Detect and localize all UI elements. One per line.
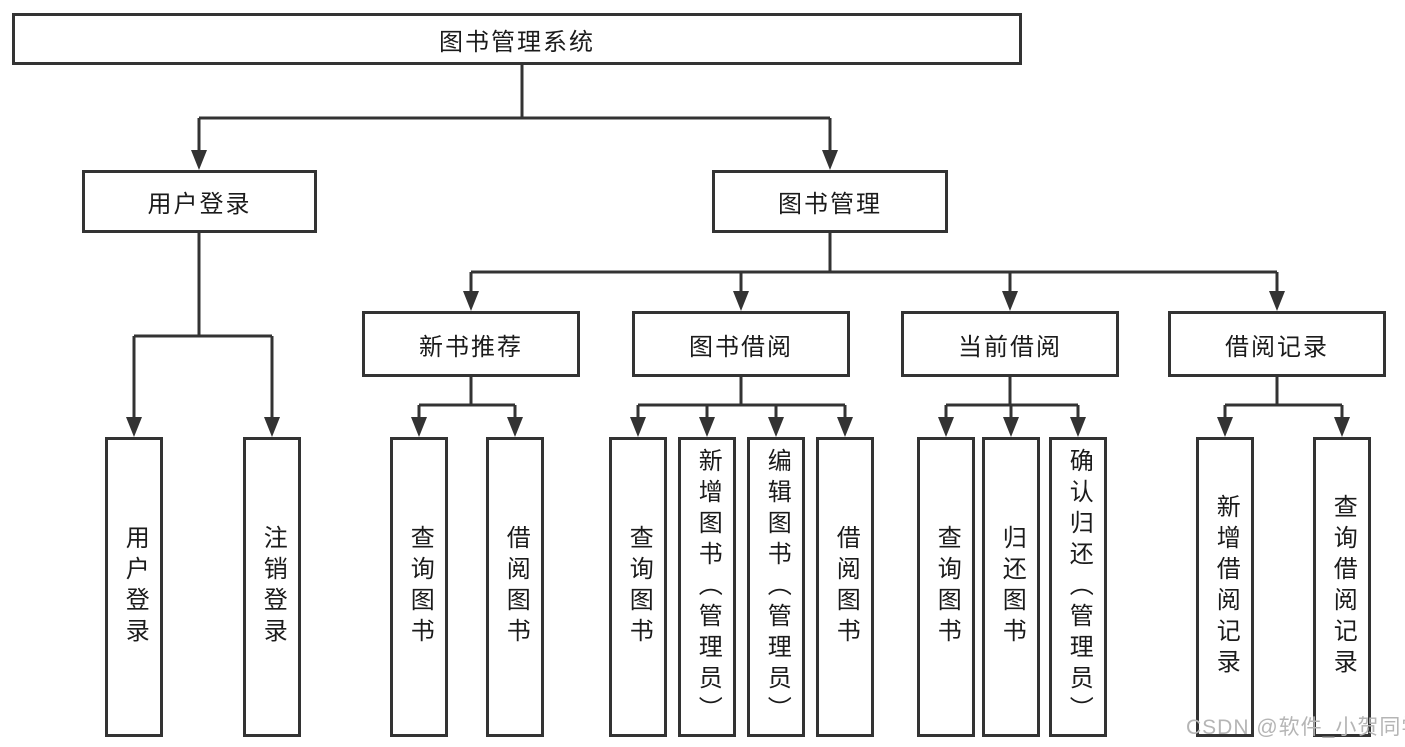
arrowheads-book-management-children — [463, 291, 1285, 311]
node-borrow-record: 借阅记录 — [1168, 311, 1386, 377]
node-leaf-user-login: 用户登录 — [105, 437, 163, 737]
arrowheads-new-book-children — [411, 417, 523, 437]
node-label: 确认归还（管理员） — [1065, 447, 1093, 727]
node-leaf-add-borrow-record: 新增借阅记录 — [1196, 437, 1254, 737]
node-label: 查询图书 — [406, 525, 434, 649]
node-label: 注销登录 — [259, 525, 287, 649]
arrowheads-borrow-record-children — [1217, 417, 1350, 437]
node-label: 查询图书 — [933, 525, 961, 649]
node-leaf-query-books-current: 查询图书 — [917, 437, 975, 737]
node-label: 图书管理系统 — [439, 28, 595, 56]
edge-new-book-children — [417, 377, 517, 419]
watermark: CSDN @软件_小贺同学 — [1186, 716, 1405, 739]
edge-user-login-children — [132, 233, 274, 419]
node-leaf-query-books-recommend: 查询图书 — [390, 437, 448, 737]
node-label: 新书推荐 — [419, 333, 523, 361]
node-library-system: 图书管理系统 — [12, 13, 1022, 65]
edge-root-to-level2 — [197, 65, 832, 152]
node-label: 新增借阅记录 — [1212, 494, 1240, 680]
arrowheads-current-borrow-children — [938, 417, 1086, 437]
node-book-management: 图书管理 — [712, 170, 948, 233]
edge-current-borrow-children — [944, 377, 1080, 419]
node-label: 编辑图书（管理员） — [763, 447, 791, 727]
node-leaf-query-borrow-record: 查询借阅记录 — [1313, 437, 1371, 737]
node-user-login: 用户登录 — [82, 170, 317, 233]
node-label: 用户登录 — [147, 191, 252, 218]
arrowheads-book-borrow-children — [630, 417, 853, 437]
node-leaf-edit-book-admin: 编辑图书（管理员） — [747, 437, 805, 737]
node-leaf-borrow-books-recommend: 借阅图书 — [486, 437, 544, 737]
arrowheads-user-login-children — [126, 417, 280, 437]
node-label: 新增图书（管理员） — [694, 447, 722, 727]
node-label: 归还图书 — [998, 525, 1026, 649]
node-label: 查询借阅记录 — [1329, 494, 1357, 680]
edge-book-management-children — [469, 233, 1279, 293]
node-label: 借阅图书 — [502, 525, 530, 649]
node-current-borrow: 当前借阅 — [901, 311, 1119, 377]
node-label: 查询图书 — [625, 525, 653, 649]
node-label: 用户登录 — [121, 525, 149, 649]
node-leaf-confirm-return-admin: 确认归还（管理员） — [1049, 437, 1107, 737]
node-label: 借阅记录 — [1225, 333, 1329, 361]
node-label: 图书管理 — [778, 191, 882, 218]
node-leaf-add-book-admin: 新增图书（管理员） — [678, 437, 736, 737]
node-label: 借阅图书 — [832, 525, 860, 649]
node-label: 图书借阅 — [689, 333, 793, 361]
node-book-borrow: 图书借阅 — [632, 311, 850, 377]
edge-book-borrow-children — [636, 377, 847, 419]
arrowheads-level2 — [191, 150, 838, 170]
node-leaf-return-book: 归还图书 — [982, 437, 1040, 737]
node-leaf-borrow-books: 借阅图书 — [816, 437, 874, 737]
node-leaf-query-books-borrow: 查询图书 — [609, 437, 667, 737]
edge-borrow-record-children — [1223, 377, 1344, 419]
node-label: 当前借阅 — [958, 333, 1062, 361]
node-leaf-logout: 注销登录 — [243, 437, 301, 737]
node-new-book-recommend: 新书推荐 — [362, 311, 580, 377]
